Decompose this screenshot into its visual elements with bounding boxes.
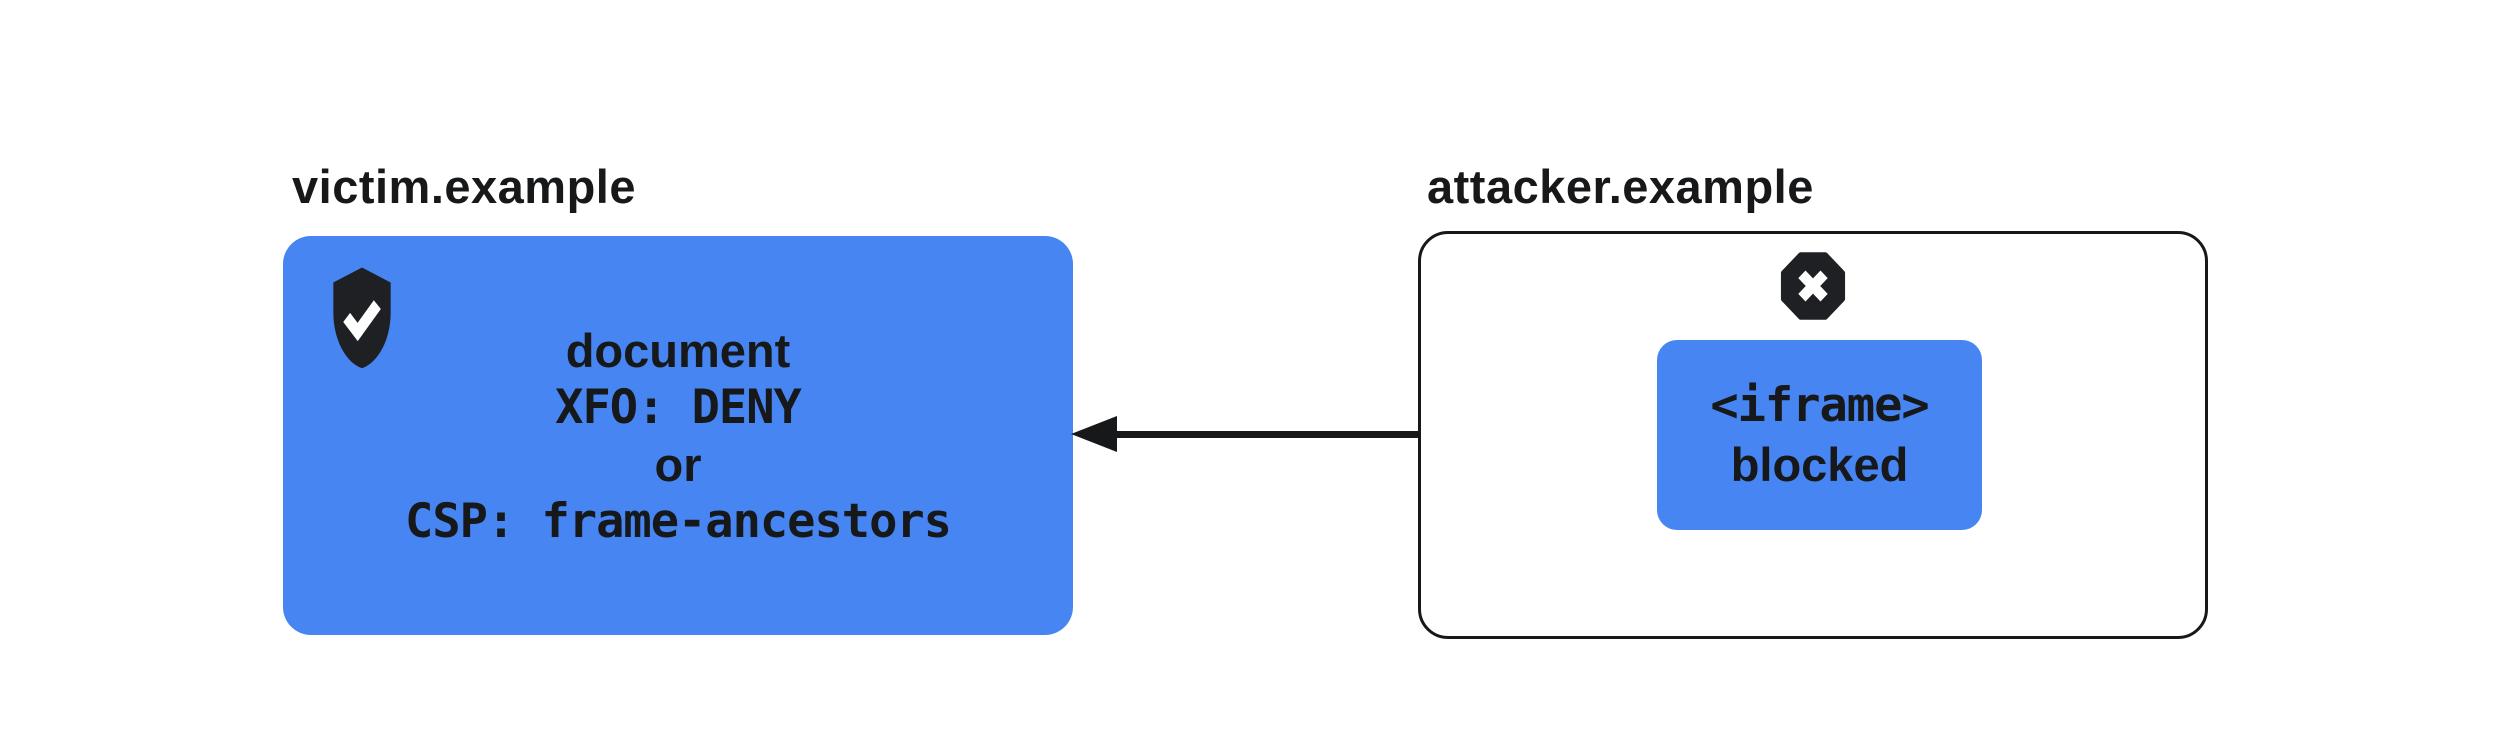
victim-line-or: or xyxy=(654,437,702,491)
victim-document-box: document XFO: DENY or CSP: frame-ancesto… xyxy=(283,236,1073,635)
victim-line-document: document xyxy=(565,323,791,377)
shield-check-icon xyxy=(333,267,391,369)
iframe-tag-label: <iframe> xyxy=(1710,378,1929,433)
victim-domain-label: victim.example xyxy=(292,160,637,213)
attacker-domain-label: attacker.example xyxy=(1427,160,1814,213)
arrow-shaft xyxy=(1112,431,1658,438)
victim-line-xfo-deny: XFO: DENY xyxy=(555,379,802,435)
blocked-x-octagon-icon xyxy=(1780,252,1846,320)
iframe-blocked-label: blocked xyxy=(1730,438,1909,491)
victim-line-csp-frame-ancestors: CSP: frame-ancestors xyxy=(405,493,952,549)
arrow-head xyxy=(1071,416,1117,452)
iframe-blocked-box: <iframe> blocked xyxy=(1657,340,1982,530)
